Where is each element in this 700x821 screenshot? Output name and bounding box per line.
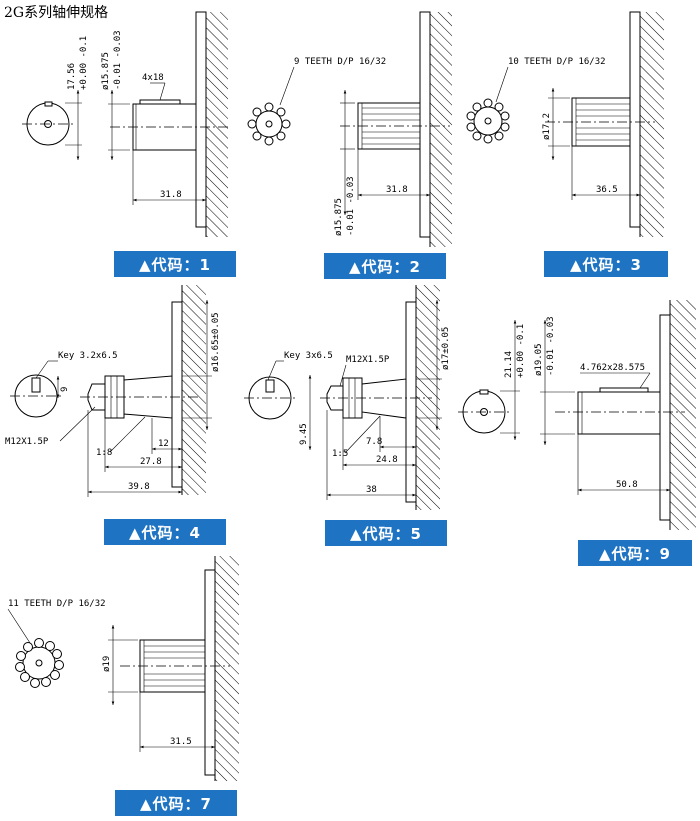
label-key-size: Key 3x6.5 bbox=[284, 351, 333, 361]
label-teeth: 10 TEETH D/P 16/32 bbox=[508, 57, 606, 67]
badge-code-2: ▲代码：2 bbox=[324, 253, 446, 279]
badge-code-1: ▲代码：1 bbox=[114, 251, 236, 277]
label-teeth: 11 TEETH D/P 16/32 bbox=[8, 599, 106, 609]
dim-shaft-diameter: ø17±0.05 bbox=[441, 327, 451, 370]
label-key-size: 4x18 bbox=[142, 73, 164, 83]
dim-length: 31.8 bbox=[386, 185, 408, 195]
label-taper: 1:8 bbox=[96, 448, 112, 458]
page-title: 2G系列轴伸规格 bbox=[4, 5, 109, 21]
dim-key-depth-tol: +0.00 -0.1 bbox=[516, 324, 526, 378]
dim-key-depth-tol: +0.00 -0.1 bbox=[79, 36, 89, 90]
panel-code-9: 21.14 +0.00 -0.1 ø19.05 -0.01 -0.03 4.76… bbox=[458, 300, 696, 530]
label-taper: 1:5 bbox=[332, 449, 348, 459]
badge-code-7: ▲代码：7 bbox=[115, 790, 237, 816]
dim-key-depth: 21.14 bbox=[504, 351, 514, 378]
dim-key-depth: 17.56 bbox=[67, 63, 77, 90]
dim-shaft-diameter: ø16.65±0.05 bbox=[211, 312, 221, 372]
dim-shaft-diameter: ø15.875 bbox=[101, 52, 111, 90]
dim-length-1: 12 bbox=[158, 439, 169, 449]
panel-code-1: 17.56 +0.00 -0.1 ø15.875 -0.01 -0.03 4x1… bbox=[22, 11, 230, 237]
label-thread: M12X1.5P bbox=[5, 437, 49, 447]
dim-length: 50.8 bbox=[616, 480, 638, 490]
badge-code-9: ▲代码：9 bbox=[578, 540, 692, 566]
panel-code-4: Key 3.2x6.5 9 ø16.65±0.05 M12X1.5P 1:8 1… bbox=[5, 285, 221, 497]
dim-shaft-diameter: ø19.05 bbox=[534, 343, 544, 376]
dim-shaft-diameter: ø19 bbox=[102, 656, 112, 672]
dim-length: 36.5 bbox=[596, 185, 618, 195]
dim-shaft-diameter: ø17.2 bbox=[542, 113, 552, 140]
panel-code-5: Key 3x6.5 M12X1.5P 9.45 ø17±0.05 1:5 7.8… bbox=[244, 285, 451, 510]
dim-length-2: 27.8 bbox=[140, 457, 162, 467]
dim-length-2: 24.8 bbox=[376, 455, 398, 465]
dim-length: 31.5 bbox=[170, 737, 192, 747]
dim-shaft-diameter-tol: -0.01 -0.03 bbox=[546, 316, 556, 376]
label-key-size: Key 3.2x6.5 bbox=[58, 351, 118, 361]
dim-length: 31.8 bbox=[160, 190, 182, 200]
dim-length-3: 38 bbox=[366, 485, 377, 495]
dim-key-height: 9 bbox=[60, 387, 70, 392]
panel-code-2: 9 TEETH D/P 16/32 ø15.875 -0.01 -0.03 31… bbox=[247, 11, 452, 247]
dim-shaft-diameter: ø15.875 bbox=[334, 198, 344, 236]
label-thread: M12X1.5P bbox=[346, 355, 390, 365]
dim-shaft-diameter-tol: -0.01 -0.03 bbox=[113, 30, 123, 90]
dim-length-3: 39.8 bbox=[128, 482, 150, 492]
label-key-size: 4.762x28.575 bbox=[580, 363, 645, 373]
panel-code-3: 10 TEETH D/P 16/32 ø17.2 36.5 bbox=[466, 11, 664, 237]
badge-code-5: ▲代码：5 bbox=[325, 520, 447, 546]
dim-length-1: 7.8 bbox=[366, 437, 382, 447]
badge-code-4: ▲代码：4 bbox=[104, 519, 226, 545]
panel-code-7: 11 TEETH D/P 16/32 ø19 31.5 bbox=[7, 556, 239, 781]
label-teeth: 9 TEETH D/P 16/32 bbox=[294, 57, 386, 67]
dim-shaft-diameter-tol: -0.01 -0.03 bbox=[346, 176, 356, 236]
dim-key-height: 9.45 bbox=[299, 423, 309, 445]
badge-code-3: ▲代码：3 bbox=[544, 251, 668, 277]
